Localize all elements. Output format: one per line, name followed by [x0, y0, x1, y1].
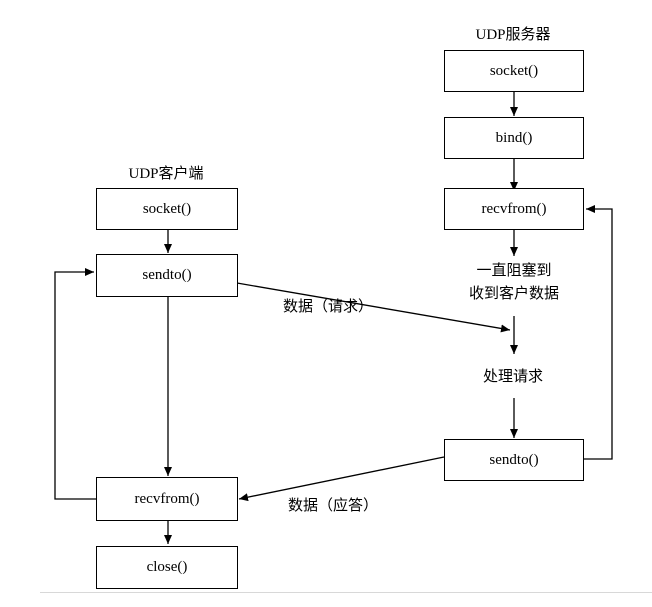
- server-bind-box: bind(): [444, 117, 584, 159]
- server-socket-box: socket(): [444, 50, 584, 92]
- arrow-request: [236, 282, 511, 333]
- server-block-line1: 一直阻塞到: [476, 263, 552, 279]
- server-sendto-box: sendto(): [444, 439, 584, 481]
- server-block-line2: 收到客户数据: [468, 286, 560, 302]
- client-close-box: close(): [96, 546, 238, 589]
- server-process-label: 处理请求: [482, 369, 544, 385]
- arrow-server-loop: [583, 205, 613, 460]
- server-title: UDP服务器: [475, 27, 551, 43]
- server-recvfrom-box: recvfrom(): [444, 188, 584, 230]
- client-sendto-box: sendto(): [96, 254, 238, 297]
- request-label: 数据（请求）: [283, 299, 374, 315]
- client-title: UDP客户端: [128, 166, 204, 182]
- arrow-client-loop: [54, 268, 96, 500]
- response-label: 数据（应答）: [288, 498, 379, 514]
- client-socket-box: socket(): [96, 188, 238, 230]
- client-recvfrom-box: recvfrom(): [96, 477, 238, 521]
- arrow-response: [238, 456, 445, 502]
- bottom-rule: [40, 592, 652, 593]
